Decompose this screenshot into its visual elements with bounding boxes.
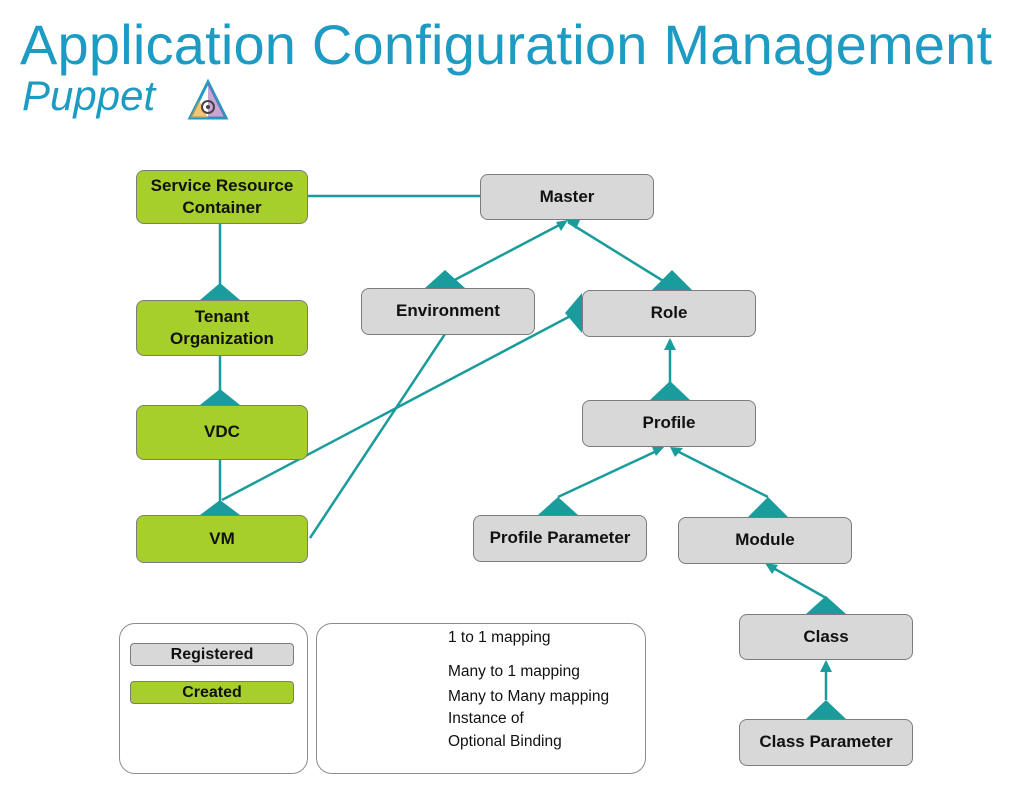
many-marker-role-left bbox=[565, 293, 582, 333]
node-service-resource-container[interactable]: Service Resource Container bbox=[136, 170, 308, 224]
node-master[interactable]: Master bbox=[480, 174, 654, 220]
node-profile-parameter[interactable]: Profile Parameter bbox=[473, 515, 647, 562]
arrowhead-class-module bbox=[765, 563, 778, 574]
node-module[interactable]: Module bbox=[678, 517, 852, 564]
node-class[interactable]: Class bbox=[739, 614, 913, 660]
flask-triangle-icon bbox=[187, 78, 229, 120]
node-environment[interactable]: Environment bbox=[361, 288, 535, 335]
arrowhead-profile-role bbox=[664, 338, 676, 350]
legend-connector-types-panel bbox=[316, 623, 646, 774]
many-marker-env bbox=[425, 270, 465, 288]
page-title: Application Configuration Management bbox=[20, 13, 993, 76]
legend-created: Created bbox=[130, 681, 294, 704]
many-marker-role bbox=[652, 270, 692, 290]
connector-role-master bbox=[567, 220, 674, 289]
many-marker-pparam bbox=[538, 497, 578, 515]
arrowhead-env-master bbox=[556, 220, 568, 231]
legend-registered: Registered bbox=[130, 643, 294, 666]
many-marker-cparam bbox=[806, 700, 846, 719]
connector-class-module bbox=[767, 563, 827, 600]
node-vdc[interactable]: VDC bbox=[136, 405, 308, 460]
arrowhead-pparam-profile bbox=[652, 447, 664, 456]
many-marker-module bbox=[748, 497, 788, 517]
node-role[interactable]: Role bbox=[582, 290, 756, 337]
legend-optional-binding-label: Optional Binding bbox=[448, 733, 562, 750]
arrowhead-role-master bbox=[566, 220, 580, 229]
many-marker-src-tenant bbox=[200, 283, 240, 300]
connector-env-master bbox=[444, 220, 566, 287]
node-class-parameter[interactable]: Class Parameter bbox=[739, 719, 913, 766]
legend-many-to-one-label: Many to 1 mapping bbox=[448, 663, 580, 680]
legend-many-to-many-label: Many to Many mapping bbox=[448, 688, 610, 705]
legend-one-to-one-label: 1 to 1 mapping bbox=[448, 629, 551, 646]
node-tenant-organization[interactable]: Tenant Organization bbox=[136, 300, 308, 356]
arrowhead-module-profile bbox=[670, 447, 683, 457]
many-marker-profile bbox=[650, 381, 690, 400]
connector-pparam-profile bbox=[557, 447, 662, 499]
connector-vm-env bbox=[308, 333, 447, 539]
node-profile[interactable]: Profile bbox=[582, 400, 756, 447]
connector-module-profile bbox=[672, 447, 769, 499]
many-marker-vdc-vm bbox=[200, 500, 240, 515]
page-subtitle: Puppet bbox=[22, 72, 156, 119]
node-vm[interactable]: VM bbox=[136, 515, 308, 563]
connector-vm-role bbox=[221, 310, 579, 502]
many-marker-class bbox=[806, 596, 846, 614]
legend-instance-of-label: Instance of bbox=[448, 710, 524, 727]
arrowhead-cparam-class bbox=[820, 660, 832, 672]
many-marker-tenant-vdc bbox=[200, 389, 240, 405]
